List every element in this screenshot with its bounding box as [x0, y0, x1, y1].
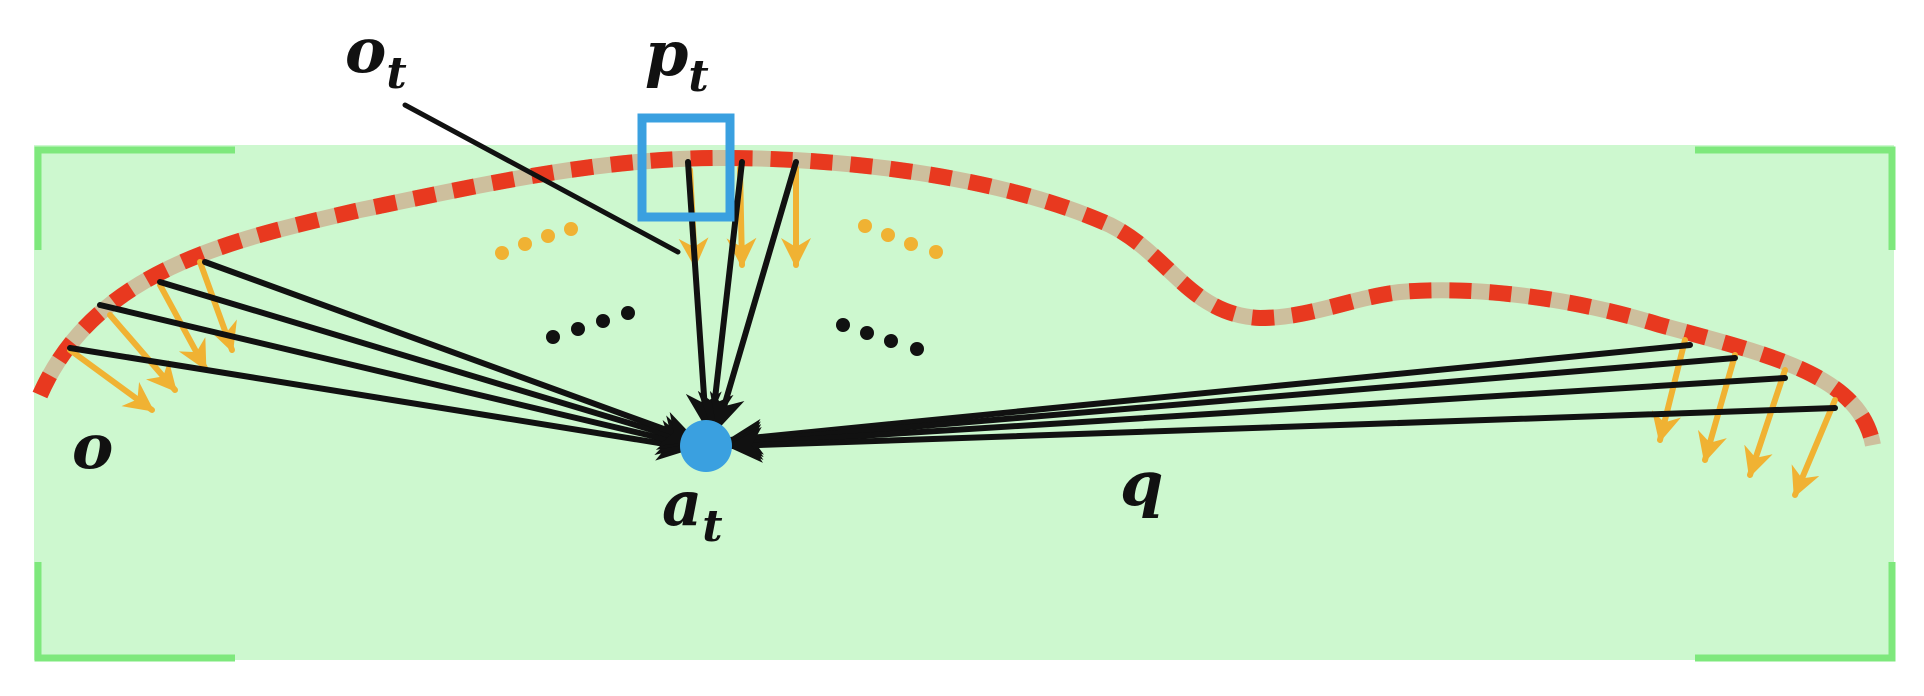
- orange-arrow: [107, 312, 178, 393]
- black-arrow: [67, 345, 694, 461]
- boundary-curve-dashes: [32, 149, 1881, 447]
- label-o-t: ot: [345, 14, 407, 99]
- orange-arrow: [1697, 352, 1738, 463]
- black-arrow: [726, 355, 1738, 458]
- corner-top-right: [1695, 146, 1896, 250]
- orange-arrow: [1651, 337, 1688, 443]
- black-arrows-right: [726, 342, 1838, 463]
- orange-arrow: [67, 347, 155, 413]
- label-a-t: at: [662, 467, 723, 552]
- orange-arrow: [1791, 397, 1838, 498]
- region-background: [34, 145, 1894, 660]
- black-dots-right: [836, 318, 924, 356]
- corner-bottom-left: [34, 562, 235, 662]
- black-dots-left: [546, 306, 635, 344]
- anchor-point-a-t: [680, 420, 732, 472]
- orange-dots-left: [495, 222, 578, 260]
- black-arrows-left: [67, 259, 698, 461]
- label-o: o: [72, 410, 113, 483]
- boundary-curve: [32, 149, 1881, 447]
- corner-bottom-right: [1695, 562, 1896, 662]
- black-arrow: [726, 342, 1693, 455]
- label-p-t: pt: [645, 17, 709, 102]
- black-arrow: [157, 279, 696, 450]
- p-t-highlight-box: [637, 113, 735, 222]
- corner-top-left: [34, 146, 235, 250]
- black-arrows-top: [685, 159, 799, 431]
- orange-arrow: [1744, 367, 1788, 478]
- black-arrow: [202, 259, 698, 446]
- black-arrow: [726, 405, 1838, 463]
- black-arrow: [709, 159, 799, 431]
- o-t-leader-line: [402, 102, 681, 255]
- black-arrow: [697, 159, 745, 429]
- orange-arrows-right: [1651, 337, 1838, 498]
- label-q: q: [1120, 447, 1163, 520]
- black-arrow: [97, 302, 694, 456]
- orange-dots-right: [858, 219, 943, 259]
- black-arrow: [726, 375, 1788, 460]
- black-arrow: [685, 159, 722, 429]
- region-corner-brackets: [34, 146, 1896, 662]
